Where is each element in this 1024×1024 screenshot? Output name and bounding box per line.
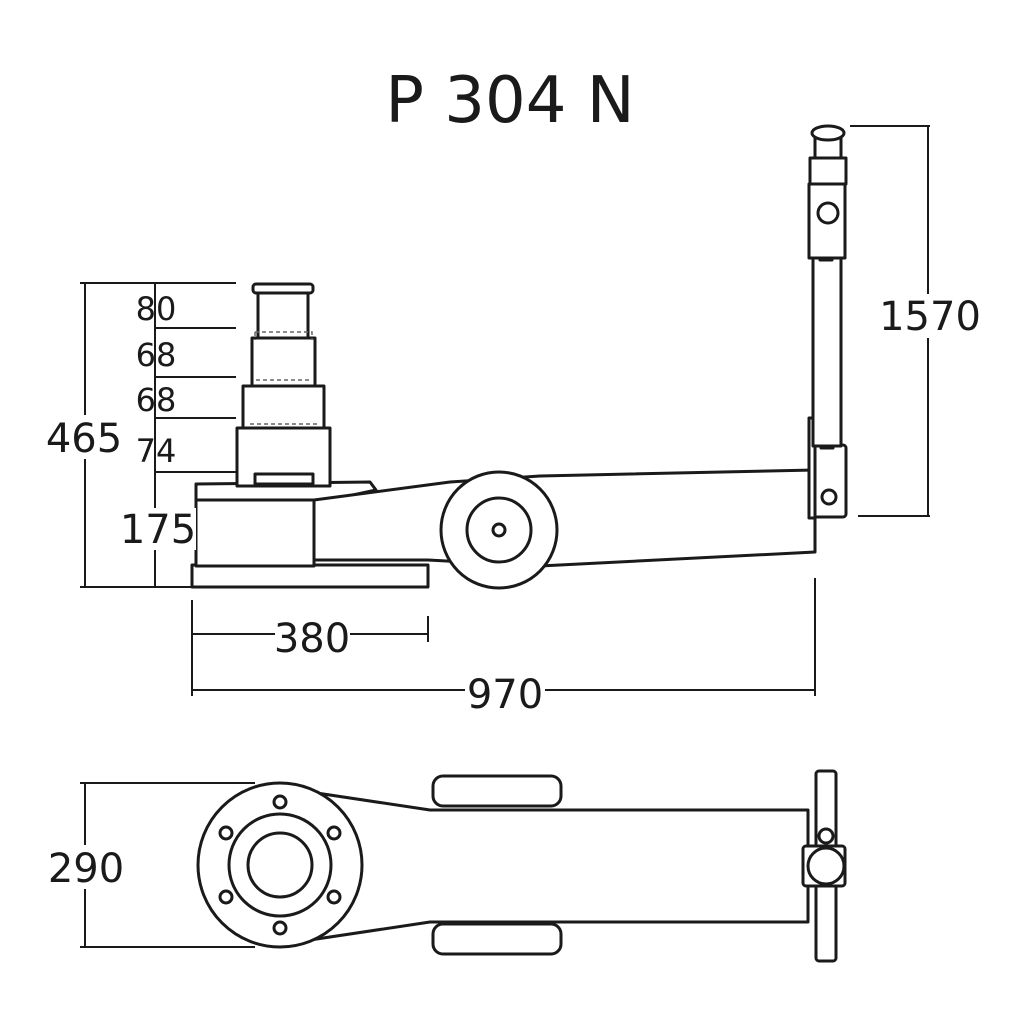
overall-length-line xyxy=(191,578,816,696)
flange-bolts xyxy=(218,794,342,936)
bolt xyxy=(326,889,342,905)
drawing-title: P 304 N xyxy=(385,64,634,138)
valve-port xyxy=(816,201,840,225)
saddle xyxy=(251,282,315,295)
arm xyxy=(312,468,817,568)
bolt xyxy=(272,794,288,810)
dim-width: 290 xyxy=(48,846,124,892)
dim-total-height: 465 xyxy=(46,416,122,462)
bolt xyxy=(272,920,288,936)
handle-tube xyxy=(811,248,843,448)
dim-stage-4: 74 xyxy=(136,432,177,470)
dim-stage-1: 80 xyxy=(136,290,177,328)
wheel-top xyxy=(431,774,563,808)
dim-stage-2: 68 xyxy=(136,336,177,374)
arm-top xyxy=(308,790,810,942)
handle-pivot xyxy=(820,488,838,506)
cylinder-stage-3 xyxy=(250,336,317,388)
base-plate xyxy=(190,563,430,589)
cylinder-stage-4 xyxy=(256,290,310,340)
handle-socket xyxy=(810,443,848,519)
cylinder-bore xyxy=(246,831,314,899)
handle-ball xyxy=(806,846,846,886)
wheel-bottom xyxy=(431,922,563,956)
side-view: 80 68 68 74 465 175 380 970 1570 xyxy=(44,124,981,718)
dim-min-height: 175 xyxy=(120,507,196,553)
dim-handle-height: 1570 xyxy=(879,294,981,340)
handle-knob xyxy=(810,124,846,142)
handle xyxy=(807,124,848,520)
bolt xyxy=(326,825,342,841)
cylinder-seat xyxy=(253,472,315,486)
cylinder-stage-2 xyxy=(241,384,326,430)
dim-base-length: 380 xyxy=(274,616,350,662)
wheel-axle xyxy=(491,522,507,538)
dim-overall-length: 970 xyxy=(467,672,543,718)
top-view: 290 xyxy=(44,769,847,963)
bolt xyxy=(218,889,234,905)
dim-stage-3: 68 xyxy=(136,381,177,419)
bolt xyxy=(218,825,234,841)
